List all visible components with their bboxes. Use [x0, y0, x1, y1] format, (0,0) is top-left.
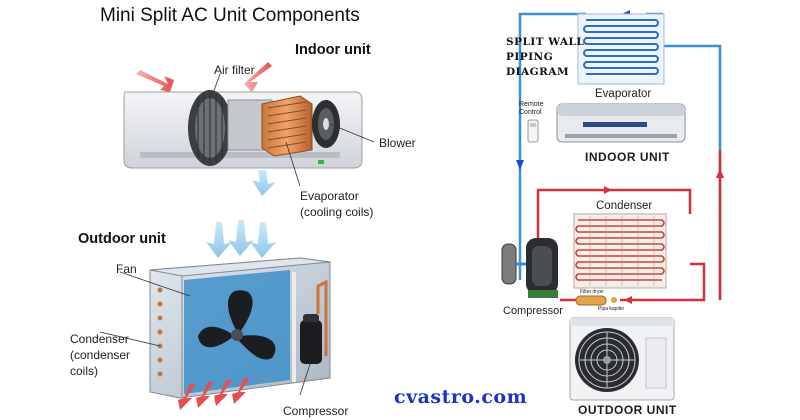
fan-label: Fan: [116, 262, 137, 276]
air-filter-label: Air filter: [214, 63, 255, 77]
flow-arrow-hot-right: [716, 168, 724, 178]
compressor-graphic: [501, 238, 558, 298]
remote-control-graphic: [527, 119, 539, 143]
outdoor-unit-illustration: [149, 257, 331, 399]
main-title: Mini Split AC Unit Components: [100, 5, 360, 26]
flow-arrow-hot-bottom: [624, 296, 632, 304]
fan-illustration: [198, 290, 276, 360]
diagram-title-line-2: PIPING: [506, 51, 554, 63]
hot-exhaust-arrows: [178, 378, 250, 410]
remote-label-line-1: Remote: [519, 101, 544, 108]
evaporator-sublabel: (cooling coils): [300, 205, 374, 219]
flow-arrow-hot-top: [604, 186, 612, 194]
left-leader-lines: [99, 73, 375, 396]
watermark: cvastro.com: [394, 386, 528, 408]
evaporator-coil: [577, 13, 665, 85]
evaporator-label-right: Evaporator: [595, 88, 652, 100]
flow-arrow-left: [516, 160, 524, 170]
indoor-unit-heading: Indoor unit: [295, 42, 371, 58]
remote-label-line-2: Control: [519, 109, 542, 116]
condenser-label: Condenser: [70, 332, 129, 346]
filter-dryer-label: Filter dryer: [580, 289, 604, 295]
outdoor-unit-graphic: [569, 317, 675, 401]
compressor-label-left: Compressor: [283, 404, 349, 418]
condenser-sublabel-1: (condenser: [70, 348, 131, 362]
outdoor-unit-heading: Outdoor unit: [78, 231, 166, 247]
compressor-label-right: Compressor: [503, 305, 563, 317]
condenser-sublabel-2: coils): [70, 364, 99, 378]
condenser-coil: [573, 213, 667, 289]
indoor-unit-caption: INDOOR UNIT: [585, 150, 670, 164]
diagram-title-line-1: SPLIT WALL: [506, 36, 585, 48]
pipe-capillary-label: Pipa kapiler: [598, 306, 625, 312]
cool-air-arrow: [252, 170, 276, 196]
indoor-unit-illustration: [123, 90, 363, 169]
filter-dryer-graphic: [575, 295, 617, 306]
diagram-title-line-3: DIAGRAM: [506, 66, 570, 78]
indoor-unit-graphic: [556, 103, 686, 143]
outdoor-unit-caption: OUTDOOR UNIT: [578, 403, 677, 417]
blower-label: Blower: [379, 136, 416, 150]
condenser-label-right: Condenser: [596, 200, 653, 212]
evaporator-label: Evaporator: [300, 189, 359, 203]
outdoor-intake-arrows: [206, 220, 276, 258]
